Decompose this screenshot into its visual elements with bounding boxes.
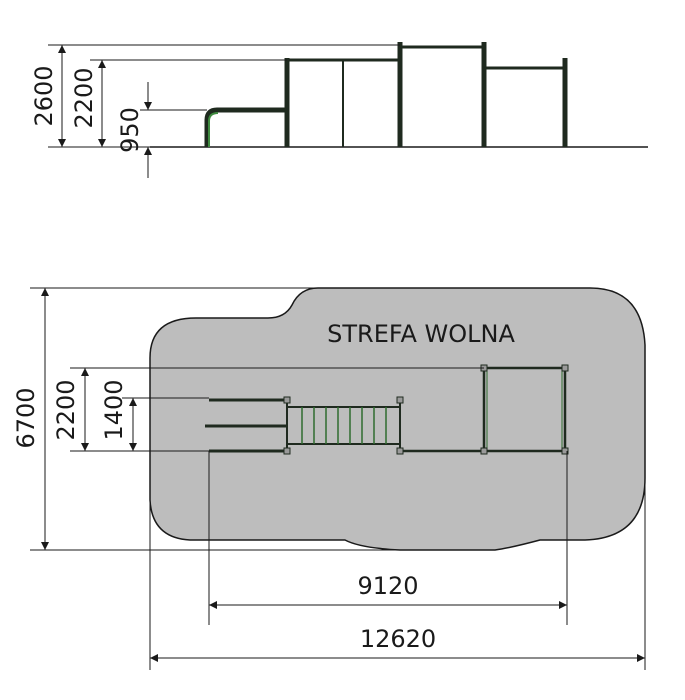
monkey-ladder [286, 400, 401, 451]
dim-label-12620: 12620 [360, 625, 436, 653]
dim-label-2200-plan: 2200 [52, 379, 80, 440]
dim-label-2600: 2600 [30, 65, 58, 126]
free-zone-label: STREFA WOLNA [327, 320, 515, 348]
low-parallel-bar [204, 107, 287, 147]
dim-label-6700: 6700 [12, 387, 40, 448]
plan-view: STREFA WOLNA [12, 287, 646, 670]
dim-label-2200-elev: 2200 [70, 67, 98, 128]
dim-label-9120: 9120 [357, 572, 418, 600]
dim-label-950: 950 [116, 107, 144, 153]
elevation-view: 2600 2200 950 [30, 42, 648, 178]
dim-label-1400: 1400 [100, 379, 128, 440]
right-frame [482, 366, 567, 453]
